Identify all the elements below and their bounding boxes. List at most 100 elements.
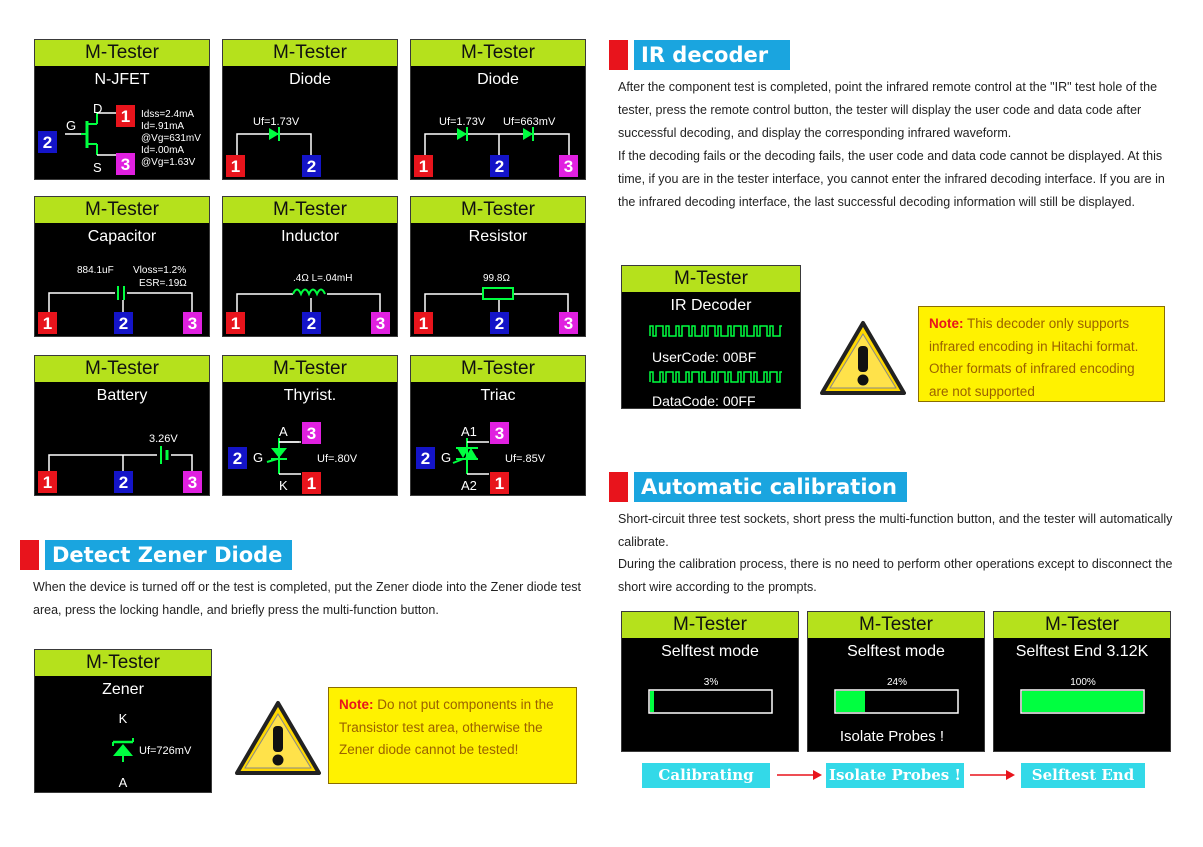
screen-njfet: M-Tester N-JFET D G S 1 2 3 Idss=2.4mA I… — [34, 39, 210, 180]
pin2-label: 2 — [43, 133, 52, 152]
pin-k-label: K — [119, 711, 128, 726]
pin-s-label: S — [93, 160, 102, 175]
pin-g-label: G — [441, 450, 451, 465]
pin3-label: 3 — [495, 424, 504, 443]
screen-title: Diode — [477, 71, 519, 88]
arrow-right-icon — [777, 770, 822, 780]
jfet-line-5: @Vg=1.63V — [141, 157, 196, 168]
ir-waveform-data — [649, 371, 782, 383]
pin1-label: 1 — [121, 107, 130, 126]
screen-battery: M-Tester Battery 3.26V 1 2 3 — [34, 355, 210, 496]
screen-zener: M-Tester Zener K Uf=726mV A — [34, 649, 212, 793]
jfet-schematic: D G S 1 2 3 Idss=2.4mA Id=.91mA @Vg=631m… — [38, 101, 201, 175]
screen-header: M-Tester — [411, 356, 585, 382]
ir-waveform: UserCode: 00BF DataCode: 00FF — [649, 325, 782, 409]
heading-label: IR decoder — [634, 40, 791, 70]
screen-title: Diode — [289, 71, 331, 88]
progress-percent: 100% — [1070, 677, 1096, 688]
pin3-badge — [116, 153, 135, 175]
pin1-label: 1 — [495, 474, 504, 493]
progress-percent: 24% — [887, 677, 907, 688]
screen-header: M-Tester — [35, 650, 211, 676]
resistor-value: 99.8Ω — [483, 273, 510, 284]
capacitor-schematic: 884.1uF Vloss=1.2% ESR=.19Ω 1 2 3 — [38, 265, 202, 334]
screen-calibration-1: M-Tester Selftest mode 3% — [621, 611, 799, 752]
pin1-label: 1 — [231, 157, 240, 176]
screen-ir-decoder: M-Tester IR Decoder UserCode: 00BF DataC… — [621, 265, 801, 409]
capacitor-vloss: Vloss=1.2% — [133, 265, 186, 276]
heading-label: Detect Zener Diode — [45, 540, 293, 570]
progress-fill — [1022, 691, 1143, 712]
screen-resistor: M-Tester Resistor 99.8Ω 1 2 3 — [410, 196, 586, 337]
pin2-label: 2 — [119, 314, 128, 333]
screen-header: M-Tester — [35, 40, 209, 66]
screen-header: M-Tester — [223, 40, 397, 66]
screen-calibration-3: M-Tester Selftest End 3.12K 100% — [993, 611, 1171, 752]
arrow-right-icon — [970, 770, 1015, 780]
pin3-label: 3 — [121, 155, 130, 174]
pin-k-label: K — [279, 478, 288, 493]
pin3-label: 3 — [564, 314, 573, 333]
heading-label: Automatic calibration — [634, 472, 907, 502]
diode-uf: Uf=1.73V — [253, 116, 300, 128]
screen-header: M-Tester — [808, 612, 984, 638]
pin-d-label: D — [93, 101, 102, 116]
screen-title: Resistor — [468, 228, 528, 245]
thyristor-uf: Uf=.80V — [317, 453, 358, 465]
jfet-line-4: Id=.00mA — [141, 145, 184, 156]
calibration-progress: 3% — [648, 677, 773, 714]
diode-uf1: Uf=1.73V — [439, 116, 486, 128]
jfet-line-1: Idss=2.4mA — [141, 109, 194, 120]
capacitor-esr: ESR=.19Ω — [139, 278, 187, 289]
pin-a2-label: A2 — [461, 478, 477, 493]
screen-header: M-Tester — [622, 612, 798, 638]
zener-uf: Uf=726mV — [139, 745, 192, 757]
screen-title: Zener — [102, 681, 144, 698]
inductor-value: .4Ω L=.04mH — [293, 273, 352, 284]
pin1-label: 1 — [43, 473, 52, 492]
screen-inductor: M-Tester Inductor .4Ω L=.04mH 1 2 3 — [222, 196, 398, 337]
warning-icon — [235, 701, 321, 775]
diode-dual-schematic: Uf=1.73V Uf=663mV 1 2 3 — [414, 116, 578, 177]
pin2-label: 2 — [495, 314, 504, 333]
ir-waveform-user — [649, 325, 782, 337]
progress-percent: 3% — [704, 677, 719, 688]
pin1-label: 1 — [231, 314, 240, 333]
screen-header: M-Tester — [622, 266, 800, 292]
screen-header: M-Tester — [35, 356, 209, 382]
calibration-progress: 24% Isolate Probes ! — [834, 677, 959, 745]
screen-header: M-Tester — [411, 40, 585, 66]
pin3-label: 3 — [188, 473, 197, 492]
note-label: Note: — [339, 697, 374, 712]
progress-fill — [650, 691, 654, 712]
ir-description-2: If the decoding fails or the decoding fa… — [618, 149, 1165, 209]
pin-a1-label: A1 — [461, 424, 477, 439]
diode-schematic: Uf=1.73V 1 2 — [226, 116, 321, 177]
progress-fill — [836, 691, 865, 712]
pin1-label: 1 — [419, 314, 428, 333]
resistor-schematic: 99.8Ω 1 2 3 — [414, 273, 578, 334]
capacitor-value: 884.1uF — [77, 265, 114, 276]
zener-schematic: K Uf=726mV A — [112, 711, 192, 790]
heading-marker — [609, 472, 628, 502]
pin-g-label: G — [253, 450, 263, 465]
ir-description-1: After the component test is completed, p… — [618, 80, 1158, 140]
pin-a-label: A — [279, 424, 288, 439]
calibration-progress: 100% — [1020, 677, 1145, 714]
diode-uf2: Uf=663mV — [503, 116, 556, 128]
screen-title: IR Decoder — [670, 297, 752, 314]
screen-title: Battery — [96, 387, 148, 404]
pin2-label: 2 — [233, 449, 242, 468]
screen-header: M-Tester — [35, 197, 209, 223]
calibration-description-2: During the calibration process, there is… — [618, 557, 1173, 594]
heading-marker — [609, 40, 628, 70]
screen-title: Selftest End 3.12K — [1015, 643, 1149, 660]
calibration-description-1: Short-circuit three test sockets, short … — [618, 512, 1173, 549]
zener-description: When the device is turned off or the tes… — [33, 580, 582, 617]
note-text: This decoder only supports infrared enco… — [929, 316, 1139, 399]
warning-icon — [820, 321, 906, 395]
heading-marker — [20, 540, 39, 570]
pin2-label: 2 — [307, 314, 316, 333]
calibration-message: Isolate Probes ! — [840, 728, 944, 745]
pin1-label: 1 — [43, 314, 52, 333]
